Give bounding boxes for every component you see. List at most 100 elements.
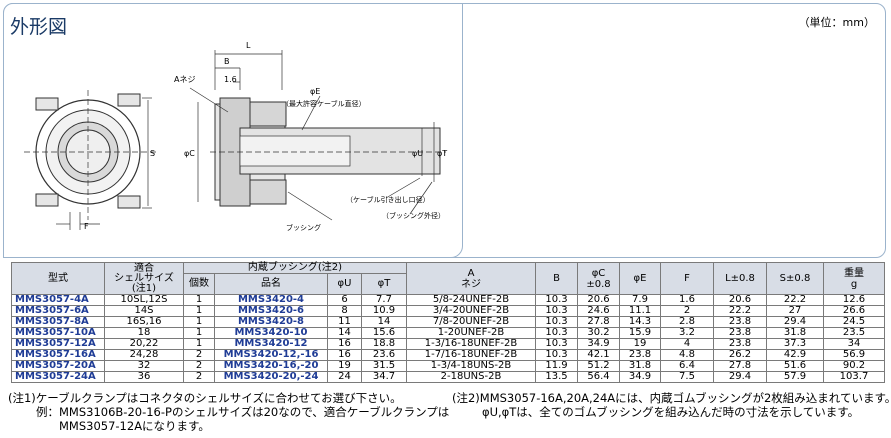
cell-phi-c: 51.2 <box>577 360 620 372</box>
cell-weight: 12.6 <box>823 294 885 306</box>
cell-weight: 34 <box>823 338 885 350</box>
cell-phi-t: 31.5 <box>361 360 407 372</box>
col-weight-label: 重量 <box>844 267 864 279</box>
cell-weight: 90.2 <box>823 360 885 372</box>
phi-e-note-label: （最大許容ケーブル直径） <box>282 99 366 108</box>
unit-note: （単位：mm） <box>798 16 875 29</box>
cell-phi-e: 34.9 <box>619 371 661 383</box>
cell-model: MMS3057-16A <box>11 349 105 361</box>
col-s: S±0.8 <box>766 262 824 295</box>
cell-shell-size: 32 <box>104 360 184 372</box>
cell-phi-e: 31.8 <box>619 360 661 372</box>
col-a-sub: ネジ <box>461 278 481 290</box>
col-weight: 重量 g <box>823 262 885 295</box>
cell-part: MMS3420-16,-20 <box>214 360 328 372</box>
dim-b-label: B <box>224 57 230 66</box>
cell-a-screw: 7/8-20UNEF-2B <box>406 316 536 328</box>
cell-phi-t: 7.7 <box>361 294 407 306</box>
cell-phi-e: 14.3 <box>619 316 661 328</box>
col-a: A ネジ <box>406 262 536 295</box>
cell-phi-e: 15.9 <box>619 327 661 339</box>
dim-l-label: L <box>246 41 251 50</box>
cell-phi-t: 34.7 <box>361 371 407 383</box>
cell-l: 23.8 <box>713 327 767 339</box>
cell-l: 23.8 <box>713 316 767 328</box>
cell-s: 29.4 <box>766 316 824 328</box>
note-2-line-1: (注2)MMS3057-16A,20A,24Aには、内蔵ゴムブッシングが2枚組み… <box>452 391 891 405</box>
cell-b: 13.5 <box>535 371 578 383</box>
cell-s: 27 <box>766 305 824 317</box>
spec-table: 型式 適合 シェルサイズ (注1) 内蔵ブッシング(注2) A ネジ B φC … <box>11 262 885 383</box>
cell-l: 22.2 <box>713 305 767 317</box>
col-phi-c-label: φC <box>591 267 606 279</box>
cell-s: 31.8 <box>766 327 824 339</box>
cell-phi-c: 34.9 <box>577 338 620 350</box>
cell-phi-e: 7.9 <box>619 294 661 306</box>
col-phi-u: φU <box>327 273 362 295</box>
cell-f: 7.5 <box>660 371 714 383</box>
phi-t-label: φT <box>437 149 447 158</box>
cell-a-screw: 5/8-24UNEF-2B <box>406 294 536 306</box>
cell-qty: 2 <box>183 360 215 372</box>
cell-b: 10.3 <box>535 338 578 350</box>
cell-shell-size: 14S <box>104 305 184 317</box>
cell-s: 22.2 <box>766 294 824 306</box>
cell-s: 57.9 <box>766 371 824 383</box>
cell-phi-c: 30.2 <box>577 327 620 339</box>
col-part: 品名 <box>214 273 328 295</box>
note-2-line-2: φU,φTは、全てのゴムブッシングを組み込んだ時の寸法を示しています。 <box>482 405 860 419</box>
cell-phi-u: 11 <box>327 316 362 328</box>
cell-shell-size: 16S,16 <box>104 316 184 328</box>
cell-phi-c: 56.4 <box>577 371 620 383</box>
note-1-line-1: (注1)ケーブルクランプはコネクタのシェルサイズに合わせてお選び下さい。 <box>8 391 402 405</box>
cell-qty: 1 <box>183 305 215 317</box>
cell-phi-e: 23.8 <box>619 349 661 361</box>
front-view <box>24 90 156 230</box>
col-phi-t: φT <box>361 273 407 295</box>
cell-part: MMS3420-6 <box>214 305 328 317</box>
bushing-label: ブッシング <box>286 223 321 232</box>
col-model: 型式 <box>11 262 105 295</box>
cell-weight: 56.9 <box>823 349 885 361</box>
cell-f: 1.6 <box>660 294 714 306</box>
cell-s: 37.3 <box>766 338 824 350</box>
cell-s: 51.6 <box>766 360 824 372</box>
col-builtin-bushing: 内蔵ブッシング(注2) <box>183 262 407 274</box>
cell-model: MMS3057-4A <box>11 294 105 306</box>
cell-f: 3.2 <box>660 327 714 339</box>
cell-shell-size: 18 <box>104 327 184 339</box>
phi-e-label: φE <box>310 87 320 96</box>
cell-phi-c: 24.6 <box>577 305 620 317</box>
cell-b: 10.3 <box>535 349 578 361</box>
cell-phi-u: 24 <box>327 371 362 383</box>
cell-phi-u: 16 <box>327 338 362 350</box>
cell-qty: 2 <box>183 349 215 361</box>
bushing-od-label: （ブッシング外径） <box>382 211 445 220</box>
cell-phi-u: 19 <box>327 360 362 372</box>
outline-drawing: S F L B 1.6 Aネジ φE （最大許容ケーブル直径） φC φU φT… <box>24 41 447 232</box>
cell-a-screw: 3/4-20UNEF-2B <box>406 305 536 317</box>
cell-l: 20.6 <box>713 294 767 306</box>
cell-l: 23.8 <box>713 338 767 350</box>
cell-qty: 1 <box>183 338 215 350</box>
cell-part: MMS3420-4 <box>214 294 328 306</box>
cell-a-screw: 1-20UNEF-2B <box>406 327 536 339</box>
cell-shell-size: 24,28 <box>104 349 184 361</box>
cell-model: MMS3057-10A <box>11 327 105 339</box>
cell-b: 11.9 <box>535 360 578 372</box>
cell-part: MMS3420-12 <box>214 338 328 350</box>
cell-a-screw: 1-3/4-18UNS-2B <box>406 360 536 372</box>
cell-phi-u: 8 <box>327 305 362 317</box>
col-phi-c-sub: ±0.8 <box>586 278 611 290</box>
cell-f: 2 <box>660 305 714 317</box>
cell-b: 10.3 <box>535 327 578 339</box>
cell-f: 4 <box>660 338 714 350</box>
col-shell-size: 適合 シェルサイズ (注1) <box>104 262 184 295</box>
cell-model: MMS3057-12A <box>11 338 105 350</box>
